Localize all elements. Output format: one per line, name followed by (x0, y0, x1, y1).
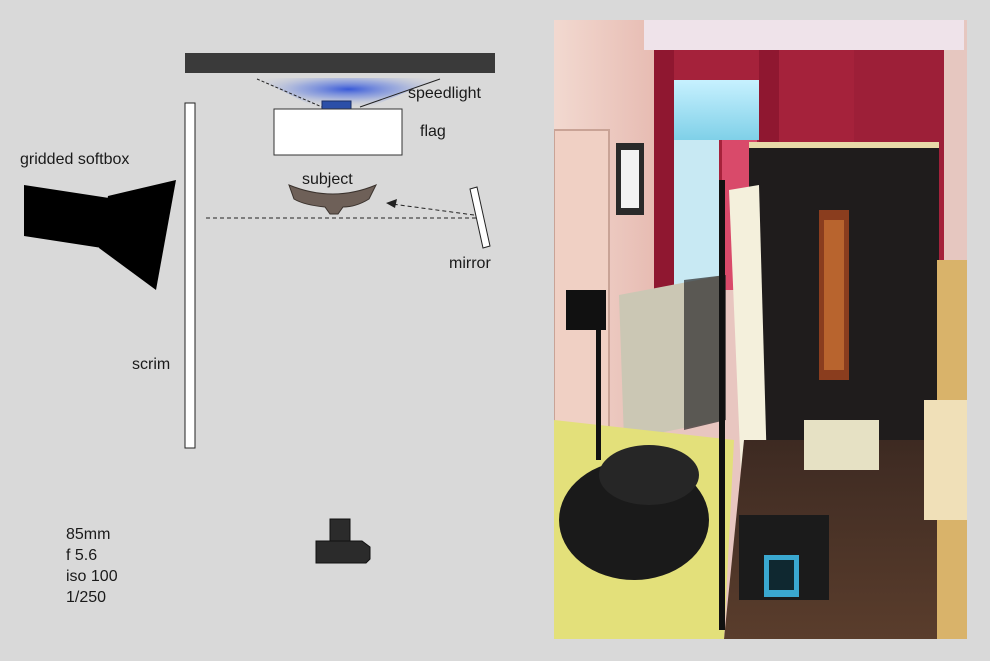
mirror-reflection-line (391, 203, 475, 216)
arrow-head-icon (386, 199, 397, 208)
softbox-head-icon (24, 185, 109, 248)
gridded-softbox-label: gridded softbox (20, 151, 129, 168)
scrim-icon (184, 102, 196, 449)
focal-length: 85mm (66, 526, 111, 543)
aperture: f 5.6 (66, 547, 98, 564)
shutter-speed: 1/250 (66, 589, 107, 606)
flag-icon (273, 108, 403, 156)
mirror-icon (469, 186, 491, 249)
scrim-label: scrim (132, 356, 170, 373)
speedlight-label: speedlight (408, 85, 482, 102)
camera-icon (315, 518, 371, 564)
flag-label: flag (420, 123, 446, 140)
subject-icon (288, 184, 378, 215)
iso: iso 100 (66, 568, 118, 585)
light-cone-edge-right (359, 78, 441, 108)
studio-setup-photo (554, 20, 967, 639)
softbox-icon (99, 180, 176, 290)
subject-label: subject (302, 171, 353, 188)
mirror-label: mirror (449, 255, 491, 272)
backdrop-bar (185, 53, 495, 73)
speedlight-light-cone (257, 78, 440, 110)
light-cone-edge-left (256, 78, 323, 108)
camera-settings: 85mm f 5.6 iso 100 1/250 (66, 524, 118, 608)
